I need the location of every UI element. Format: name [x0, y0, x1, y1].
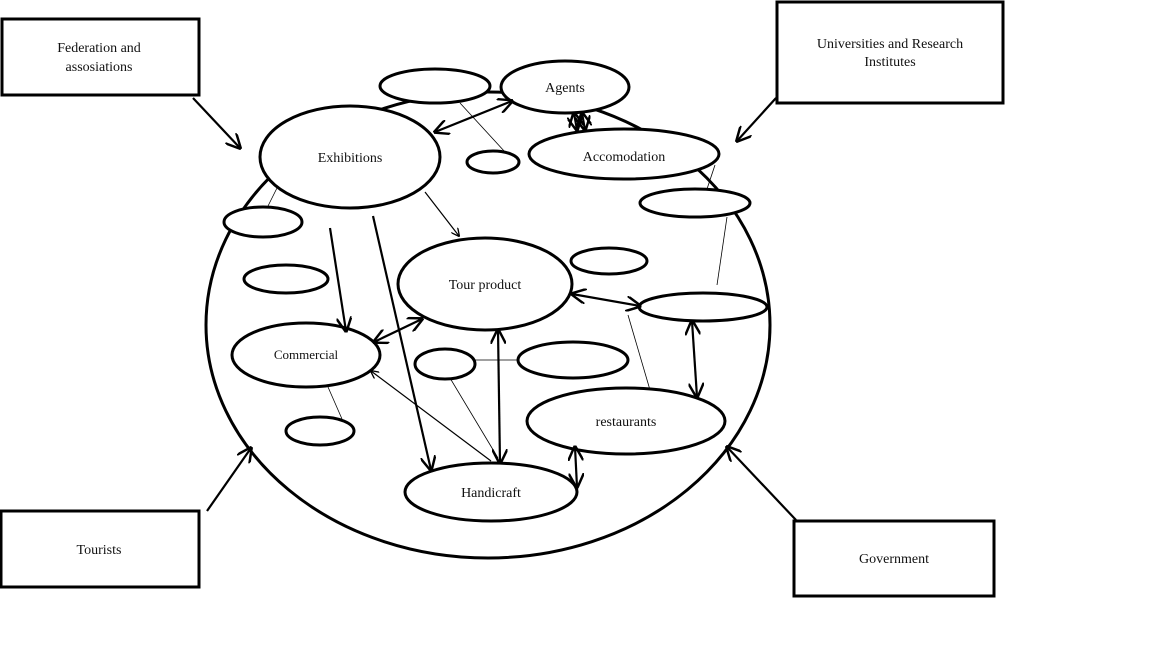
commercial-node: Commercial	[230, 321, 382, 389]
federation-label-line2: assosiations	[66, 60, 133, 75]
commercial-label: Commercial	[274, 347, 339, 362]
empty-ellipse	[637, 291, 769, 323]
handicraft-node: Handicraft	[403, 461, 579, 523]
connector-line	[266, 187, 278, 209]
tourists-arrow	[206, 448, 251, 512]
arrow-commercial-handicraft	[371, 371, 492, 462]
universities-label-line2: Institutes	[864, 55, 915, 70]
arrow-tour-product-handicraft	[498, 330, 500, 463]
federation-label-line1: Federation and	[57, 41, 141, 56]
restaurants-label: restaurants	[596, 415, 657, 430]
accomodation-node: Accomodation	[527, 127, 721, 181]
arrow-tour-product-ellipse	[572, 294, 640, 306]
agents-node: Agents	[499, 59, 631, 115]
empty-ellipse	[222, 205, 304, 239]
tour-product-node: Tour product	[396, 236, 574, 332]
universities-arrow	[737, 97, 777, 141]
arrow-ellipse-restaurants	[692, 321, 697, 397]
empty-ellipse	[413, 347, 477, 381]
arrow-commercial-tour-product	[374, 319, 422, 342]
empty-ellipse	[284, 415, 356, 447]
exhibitions-node: Exhibitions	[258, 104, 442, 210]
empty-ellipse	[242, 263, 330, 295]
empty-ellipse	[465, 149, 521, 175]
tourists-label: Tourists	[77, 543, 122, 558]
universities-box: Universities and Research Institutes	[775, 0, 1005, 105]
connector-line	[706, 164, 716, 190]
agents-label: Agents	[545, 81, 585, 96]
empty-ellipse	[569, 246, 649, 276]
handicraft-label: Handicraft	[461, 486, 521, 501]
connector-line	[716, 216, 728, 286]
connector-line	[327, 386, 343, 420]
universities-label-line1: Universities and Research	[817, 37, 963, 52]
arrow-restaurants-handicraft	[575, 447, 577, 487]
exhibitions-label: Exhibitions	[318, 151, 383, 166]
arrow-agents-accomodation-2	[582, 113, 585, 130]
tourists-box: Tourists	[0, 509, 201, 589]
federation-arrow	[192, 97, 240, 148]
connector-line	[449, 377, 499, 459]
government-arrow	[727, 447, 797, 521]
tour-product-label: Tour product	[449, 278, 522, 293]
restaurants-node: restaurants	[525, 386, 727, 456]
arrow-exhibitions-commercial	[328, 227, 346, 331]
connector-line	[627, 314, 651, 391]
government-label: Government	[859, 552, 929, 567]
empty-ellipse	[516, 340, 630, 380]
government-box: Government	[792, 519, 996, 598]
empty-ellipse	[378, 67, 492, 105]
arrow-exhibitions-agents	[435, 101, 512, 132]
accomodation-label: Accomodation	[583, 150, 665, 165]
federation-box: Federation and assosiations	[0, 17, 201, 97]
arrow-exhibitions-tour-product	[424, 191, 459, 236]
empty-ellipse	[638, 187, 752, 219]
